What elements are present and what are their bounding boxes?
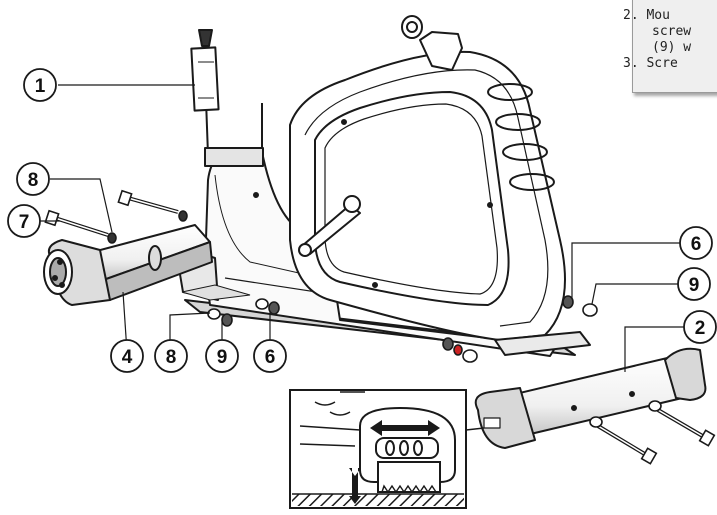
callout-6-right-label: 6 — [691, 234, 702, 255]
callout-2-label: 2 — [695, 318, 706, 339]
callout-4-label: 4 — [122, 347, 133, 368]
note-step3-line1: 3. Scre — [623, 56, 678, 71]
callout-8-upper-label: 8 — [28, 170, 39, 191]
hardware — [44, 189, 716, 465]
bike-frame — [174, 15, 591, 357]
front-stabilizer — [474, 347, 707, 449]
callouts: 1 8 7 4 8 9 6 6 9 2 — [7, 68, 717, 373]
callout-9-right: 9 — [677, 267, 711, 301]
callout-6-right: 6 — [679, 226, 713, 260]
callout-7-label: 7 — [19, 212, 30, 233]
callout-1: 1 — [23, 68, 57, 102]
callout-6-lower: 6 — [253, 339, 287, 373]
callout-2: 2 — [683, 310, 717, 344]
rear-stabilizer — [43, 224, 213, 306]
note-step2-line1: 2. Mou — [623, 8, 670, 23]
callout-4: 4 — [110, 339, 144, 373]
note-step2-line3: (9) w — [652, 40, 692, 55]
leveling-detail-inset — [289, 389, 485, 509]
callout-9-lower: 9 — [205, 339, 239, 373]
callout-9-lower-label: 9 — [217, 347, 228, 368]
note-partial-top: - - - — [660, 0, 699, 6]
callout-6-lower-label: 6 — [265, 347, 276, 368]
callout-7: 7 — [7, 204, 41, 238]
instruction-note-box — [632, 0, 717, 93]
callout-8-lower-label: 8 — [166, 347, 177, 368]
callout-1-label: 1 — [35, 76, 46, 97]
callout-8-upper: 8 — [16, 162, 50, 196]
note-step2-line2: screw — [652, 24, 692, 39]
callout-8-lower: 8 — [154, 339, 188, 373]
callout-9-right-label: 9 — [689, 275, 700, 296]
